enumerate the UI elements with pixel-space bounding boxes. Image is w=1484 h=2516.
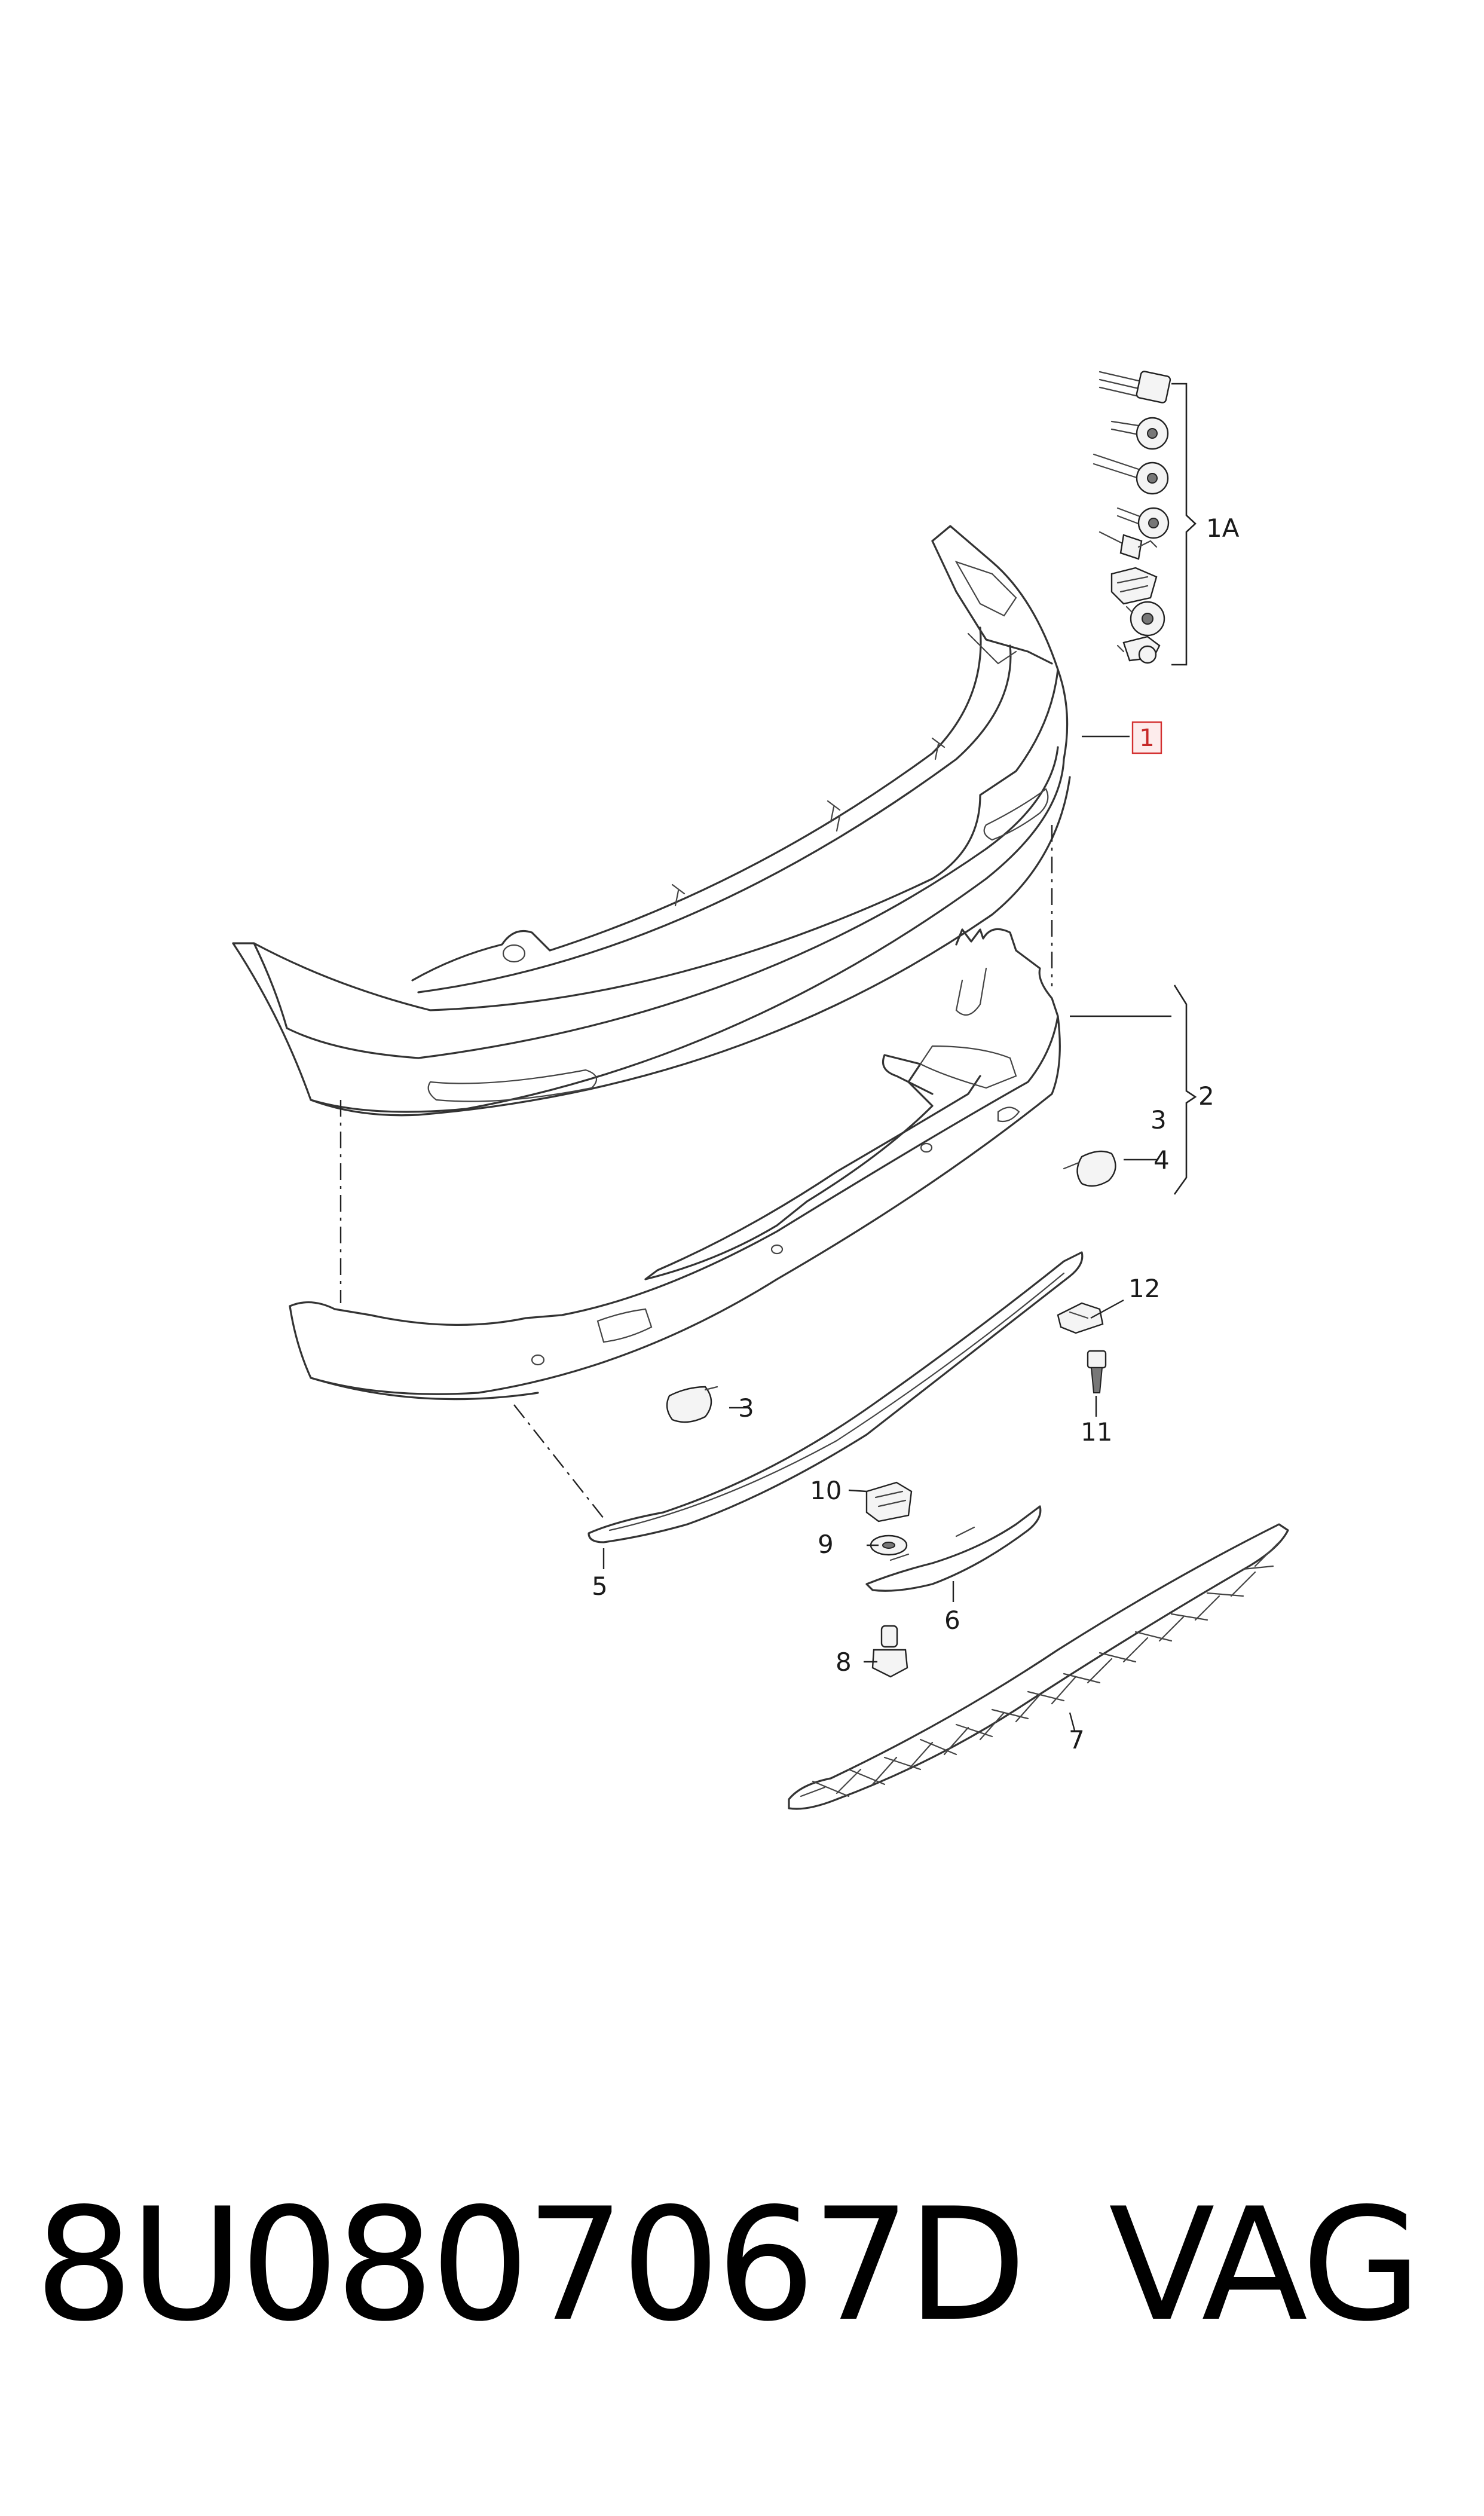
callout-2: 2: [1198, 1081, 1214, 1111]
bolt-1: [1099, 371, 1171, 403]
callout-6: 6: [944, 1606, 960, 1635]
bolt-4: [1116, 507, 1170, 539]
callout-12: 12: [1128, 1274, 1160, 1303]
trim-strip: [588, 1251, 1084, 1543]
callout-11: 11: [1081, 1417, 1112, 1447]
clip-6: [1110, 567, 1158, 605]
callout-9: 9: [818, 1530, 834, 1559]
clip-part-12: [1057, 1302, 1104, 1334]
callout-1: 1: [1139, 724, 1154, 752]
callout-5: 5: [592, 1572, 608, 1601]
washer-part-9: [870, 1534, 908, 1556]
bumper-cover-upper: [232, 525, 1071, 1117]
callout-3-upper: 3: [1151, 1105, 1167, 1135]
screw-part-11: [1087, 1350, 1107, 1393]
brace-2: [1173, 985, 1197, 1195]
callout-4: 4: [1153, 1145, 1170, 1175]
expansion-rivet-part-8: [871, 1625, 908, 1678]
tow-eye-cover-upper: [1063, 1150, 1116, 1187]
rivet-5: [1099, 531, 1158, 560]
assembly-lines: [339, 825, 1053, 1519]
callout-10: 10: [810, 1476, 842, 1505]
clip-part-10: [865, 1481, 913, 1523]
callout-7: 7: [1069, 1725, 1085, 1754]
mesh-grille: [788, 1523, 1289, 1810]
part-number: 8U0807067D: [35, 2175, 1027, 2356]
callout-1a: 1A: [1206, 513, 1240, 543]
callout-labels: 1 1A 2 3 4 3 12 11 10 9 5 6 8 7: [592, 513, 1240, 1754]
highlight-box-1: [1131, 721, 1162, 754]
bolt-2: [1110, 417, 1169, 450]
hardware-kit-1a: [1093, 371, 1171, 664]
leader-lines: [602, 735, 1171, 1731]
callout-3-lower: 3: [738, 1393, 754, 1423]
bolt-3: [1093, 453, 1169, 495]
clip-8: [1116, 635, 1161, 664]
brace-1a: [1171, 383, 1197, 666]
tow-eye-cover-lower: [666, 1386, 718, 1423]
callout-8: 8: [836, 1647, 852, 1677]
bumper-lower-section: [289, 928, 1061, 1401]
small-trim-piece: [865, 1505, 1042, 1592]
nut-7: [1125, 601, 1165, 637]
brand-label: VAG: [1109, 2175, 1422, 2356]
